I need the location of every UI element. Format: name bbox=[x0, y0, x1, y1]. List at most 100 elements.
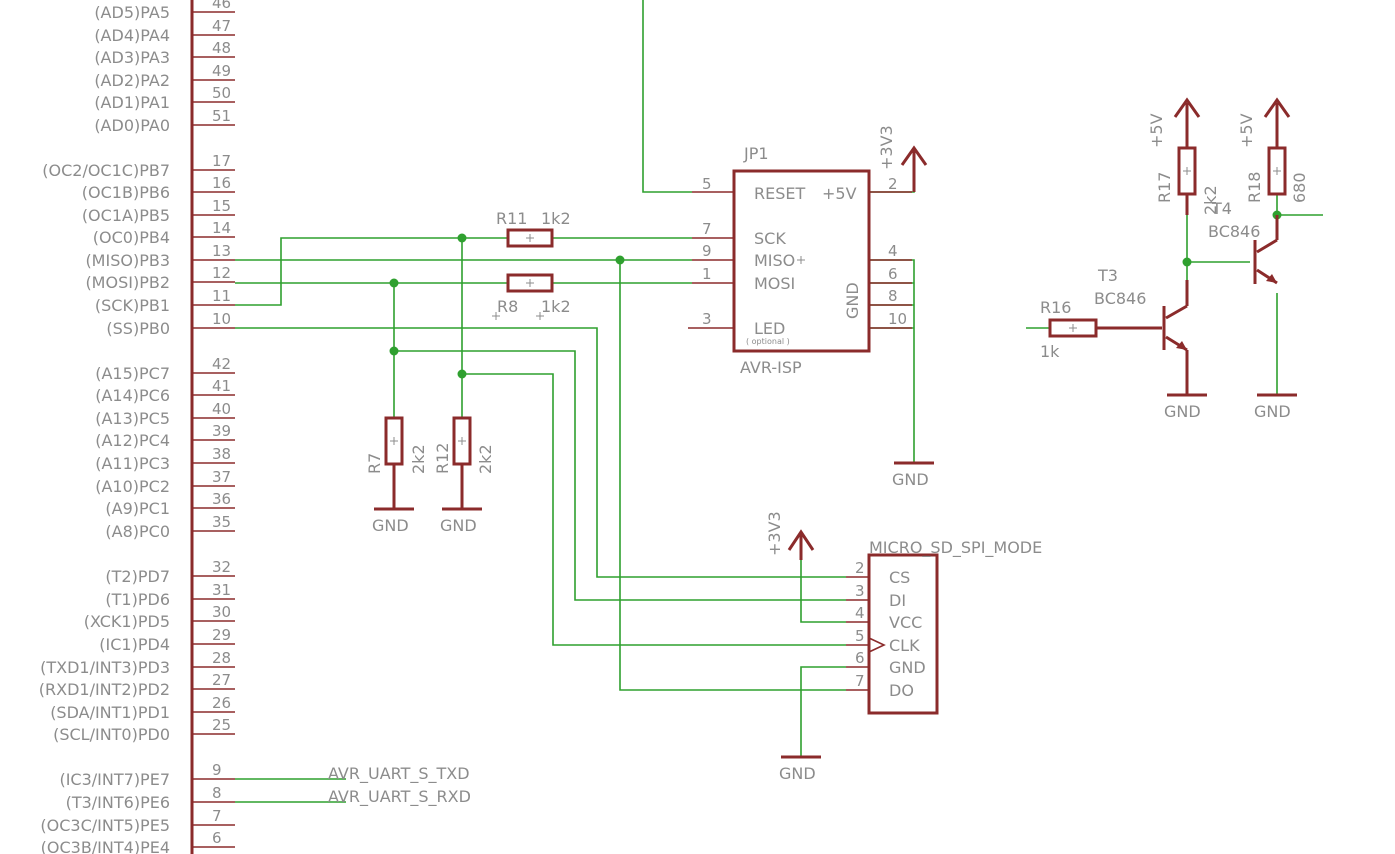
microsd-pin-number: 4 bbox=[855, 604, 865, 622]
mcu-pin-name: (MOSI)PB2 bbox=[85, 273, 170, 292]
mcu-pin-name: (SCL/INT0)PD0 bbox=[53, 725, 170, 744]
mcu-pin-number: 28 bbox=[212, 649, 231, 667]
resistor-r8: R8 1k2 bbox=[492, 273, 571, 320]
mcu-pin: 27(RXD1/INT2)PD2 bbox=[39, 671, 235, 699]
gnd-t4: GND bbox=[1254, 393, 1297, 421]
net-label-txd: AVR_UART_S_TXD bbox=[328, 764, 470, 784]
mcu-pin-name: (A12)PC4 bbox=[95, 431, 170, 450]
mcu-pin: 10(SS)PB0 bbox=[106, 310, 235, 338]
jp1-led-label: LED bbox=[754, 319, 785, 338]
mcu-pin-number: 7 bbox=[212, 807, 222, 825]
mcu-pin: 28 (TXD1/INT3)PD3 bbox=[40, 649, 235, 677]
mcu-pin-number: 32 bbox=[212, 558, 231, 576]
mcu-pin-name: (AD3)PA3 bbox=[94, 48, 170, 67]
r18-value: 680 bbox=[1290, 172, 1309, 203]
mcu-pin: 25(SCL/INT0)PD0 bbox=[53, 716, 235, 744]
jp1-optional-label: ( optional ) bbox=[746, 337, 790, 346]
mcu-pin-name: (OC0)PB4 bbox=[93, 228, 170, 247]
jp1-pin-4: 4 bbox=[888, 242, 898, 260]
wire-clk bbox=[462, 373, 846, 646]
mcu-pin-number: 26 bbox=[212, 694, 231, 712]
mcu-pin-name: (A13)PC5 bbox=[95, 409, 170, 428]
mcu-pin: 37(A10)PC2 bbox=[95, 468, 235, 496]
jp1-body bbox=[732, 169, 871, 353]
r17-ref: R17 bbox=[1155, 172, 1174, 203]
mcu-pin: 15 (OC1A)PB5 bbox=[82, 197, 235, 225]
mcu-pin: 6(OC3B/INT4)PE4 bbox=[41, 829, 235, 854]
r11-body bbox=[506, 228, 554, 248]
jp1-pin-9: 9 bbox=[702, 242, 712, 260]
wire-pb0-cs bbox=[235, 327, 846, 578]
mcu-pin-name: (A11)PC3 bbox=[95, 454, 170, 473]
t4-value: BC846 bbox=[1208, 222, 1260, 241]
jp1-value: AVR-ISP bbox=[740, 358, 802, 377]
r11-value: 1k2 bbox=[541, 209, 571, 228]
jp1-pin-6: 6 bbox=[888, 265, 898, 283]
mcu-pin-number: 40 bbox=[212, 400, 231, 418]
jp1-pin-10: 10 bbox=[888, 310, 907, 328]
mcu-pin-name: (AD4)PA4 bbox=[94, 26, 170, 45]
mcu-pin-number: 10 bbox=[212, 310, 231, 328]
mcu-pin-number: 12 bbox=[212, 264, 231, 282]
mcu-pin-number: 48 bbox=[212, 39, 231, 57]
microsd-pin-name: GND bbox=[889, 658, 926, 677]
mcu-pin-number: 30 bbox=[212, 603, 231, 621]
mcu-pin: 29(IC1)PD4 bbox=[99, 626, 235, 654]
jp1-ref: JP1 bbox=[743, 144, 769, 163]
mcu-pin: 39(A12)PC4 bbox=[95, 422, 235, 450]
microsd-pin-number: 5 bbox=[855, 627, 865, 645]
gnd-t4-label: GND bbox=[1254, 402, 1291, 421]
resistor-r11: R11 1k2 bbox=[496, 209, 571, 248]
mcu-pin: 9(IC3/INT7)PE7 bbox=[59, 761, 235, 789]
resistor-r18: R18 680 +5V bbox=[1237, 97, 1309, 203]
mcu-pin: 51(AD0)PA0 bbox=[94, 107, 235, 135]
mcu-pin: 40 (A13)PC5 bbox=[95, 400, 235, 428]
mcu-pin: 30 (XCK1)PD5 bbox=[84, 603, 235, 631]
gnd-jp1-label: GND bbox=[892, 470, 929, 489]
mcu-pin-name: (XCK1)PD5 bbox=[84, 612, 170, 631]
junctions bbox=[389, 210, 1282, 379]
mcu-pin-number: 37 bbox=[212, 468, 231, 486]
gnd-t3-label: GND bbox=[1164, 402, 1201, 421]
mcu-pin-name: (T2)PD7 bbox=[105, 567, 170, 586]
mcu-pin-number: 9 bbox=[212, 761, 222, 779]
mcu-pin: 47(AD4)PA4 bbox=[94, 17, 235, 45]
mcu-pin-name: (OC1A)PB5 bbox=[82, 206, 170, 225]
mcu-pin: 7 (OC3C/INT5)PE5 bbox=[40, 807, 235, 835]
jp1-sck-label: SCK bbox=[754, 229, 786, 248]
r7-value: 2k2 bbox=[409, 444, 428, 474]
gnd-sd: GND bbox=[779, 755, 821, 783]
mcu-pin-name: (AD2)PA2 bbox=[94, 71, 170, 90]
r8-body bbox=[506, 273, 554, 293]
wire-di bbox=[394, 350, 846, 601]
r11-ref: R11 bbox=[496, 209, 527, 228]
microsd-body bbox=[867, 553, 939, 715]
mcu-pin-number: 38 bbox=[212, 445, 231, 463]
mcu-pin-name: (OC3B/INT4)PE4 bbox=[41, 838, 170, 854]
mcu-pin: 13(MISO)PB3 bbox=[85, 242, 235, 270]
r17-value: 2k2 bbox=[1201, 185, 1220, 215]
clk-triangle bbox=[868, 637, 886, 653]
microsd-pin-name: DI bbox=[889, 591, 906, 610]
mcu-pin-name: (A9)PC1 bbox=[105, 499, 170, 518]
mcu-pin-name: (TXD1/INT3)PD3 bbox=[40, 658, 170, 677]
mcu-pin-name: (AD0)PA0 bbox=[94, 116, 170, 135]
mcu-pin: 8(T3/INT6)PE6 bbox=[66, 784, 235, 812]
power-5v-r18-label: +5V bbox=[1237, 113, 1256, 148]
mcu-pin-number: 49 bbox=[212, 62, 231, 80]
mcu-pin-name: (OC2/OC1C)PB7 bbox=[42, 161, 170, 180]
power-5v-r17-label: +5V bbox=[1147, 113, 1166, 148]
mcu-pin-name: (OC1B)PB6 bbox=[82, 183, 170, 202]
mcu-pin: 12 (MOSI)PB2 bbox=[85, 264, 235, 292]
junction-sck bbox=[457, 233, 467, 243]
r16-body bbox=[1048, 318, 1098, 338]
wires bbox=[235, 0, 1323, 803]
mcu-pin-name: (OC3C/INT5)PE5 bbox=[40, 816, 170, 835]
mcu-pin-number: 15 bbox=[212, 197, 231, 215]
mcu-pin: 26(SDA/INT1)PD1 bbox=[50, 694, 235, 722]
jp1-miso-label: MISO bbox=[754, 251, 795, 270]
mcu-pin: 42(A15)PC7 bbox=[95, 355, 235, 383]
